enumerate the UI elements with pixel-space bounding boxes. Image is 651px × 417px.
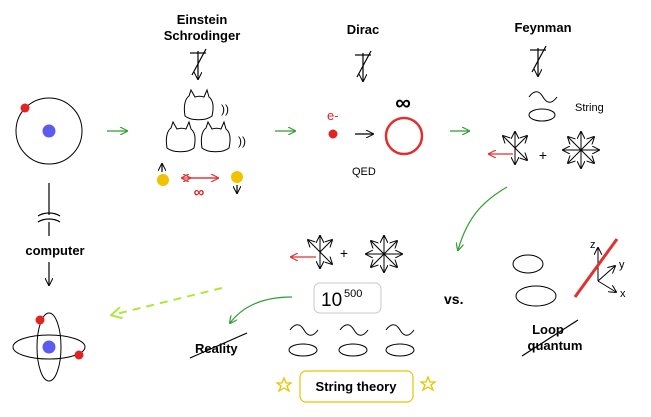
spin-pair: ∞ [157,164,243,201]
reality-label: Reality [195,341,238,356]
string-label: String [575,102,604,114]
wave-cats: )) )) [165,89,246,153]
infinity-red: ∞ [194,184,205,201]
self-energy-loop [384,116,424,156]
electron [74,350,84,360]
strike-line [189,332,248,359]
nucleus [42,340,56,354]
axis-x: x [620,288,626,300]
electron [20,103,30,113]
dashed-arrow [112,287,223,315]
qed-label: QED [352,166,376,178]
bohr-atom [15,97,83,165]
yellow-particle [231,171,243,183]
string-modes [288,324,415,357]
nucleus [42,124,56,138]
green-curved-arrow [230,296,293,323]
quantum-atom [12,312,86,382]
wave-marks: )) [238,134,246,148]
landscape-base: 10 [321,290,342,311]
feynman-label: Feynman [514,20,571,35]
quantum-label: quantum [528,338,583,353]
electron [328,129,338,139]
loop-label: Loop [532,322,564,337]
strike-line [521,319,579,357]
crossed-arrow-icon [530,46,546,76]
schrodinger-label: Schrodinger [164,28,241,43]
infinity-symbol: ∞ [395,90,411,115]
string-theory-box: String theory [275,370,437,403]
crossed-arrow-icon [355,51,371,81]
red-line [573,238,619,298]
electron-label: e- [327,108,339,123]
einstein-label: Einstein [177,12,228,27]
axis-y: y [619,259,625,271]
string-landscape: + 10 500 [291,236,402,314]
landscape-box [313,282,382,314]
computer-label: computer [25,243,84,258]
electron [35,315,45,325]
plus-sign: + [539,147,547,163]
star-icon [419,375,437,392]
green-curved-arrow [458,186,508,250]
feynman-string: String + [489,91,604,168]
landscape-exponent: 500 [344,288,362,300]
crossed-arrow-icon [190,49,206,79]
plus-sign: + [340,245,348,261]
qed-electron: e- ∞ QED [327,90,424,178]
string-theory-label: String theory [316,379,398,394]
loop-quantum: z y x Loop quantum [512,238,626,357]
reality: Reality [189,332,248,359]
yellow-particle [157,174,169,186]
vs-label: vs. [444,291,463,307]
computer-link: computer [25,183,85,285]
axis-z: z [590,239,596,251]
dirac-label: Dirac [347,22,380,37]
star-icon [275,376,293,393]
wave-marks: )) [221,102,229,116]
